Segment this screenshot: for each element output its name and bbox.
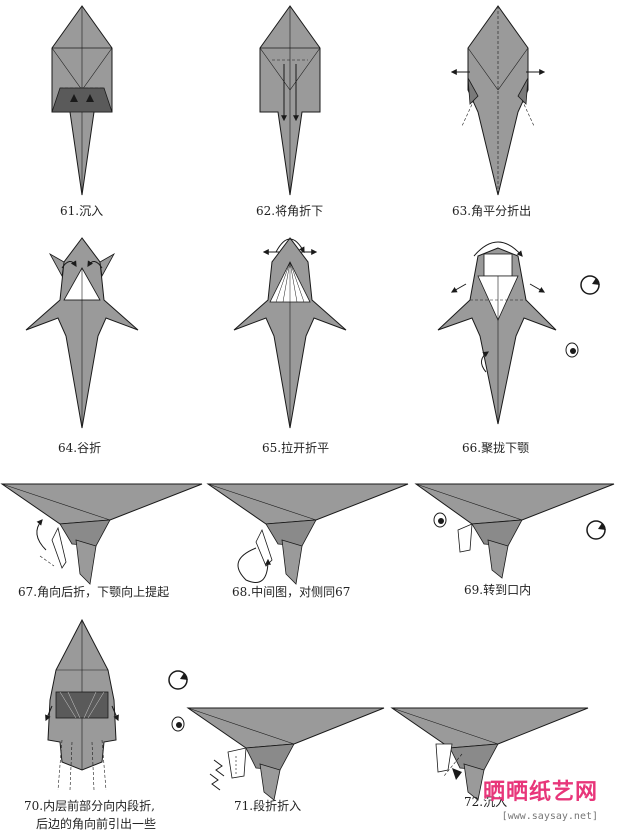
step-62-figure [259, 5, 321, 196]
step-67-caption: 67.角向后折，下颚向上提起 [18, 585, 170, 599]
step-72-figure [390, 707, 589, 801]
step-65-caption: 65.拉开折平 [262, 441, 330, 455]
watermark-url: [www.saysay.net] [501, 811, 598, 822]
step-68-caption: 68.中间图，对侧同67 [232, 585, 351, 599]
step-72-caption: 72.沉入 [464, 795, 508, 809]
step-63-figure [450, 5, 546, 196]
eye-icon [565, 342, 579, 358]
step-70-caption-line1: 70.内层前部分向内段折, [24, 799, 155, 813]
step-71-figure [186, 707, 385, 801]
step-66-caption: 66.聚拢下颚 [462, 441, 530, 455]
step-61-figure [51, 5, 113, 196]
eye-icon [433, 512, 447, 528]
step-70-caption-line2: 后边的角向前引出一些 [36, 817, 157, 831]
step-62-caption: 62.将角折下 [256, 204, 324, 218]
step-68-figure [206, 483, 409, 585]
watermark-brand: 晒晒纸艺网 [482, 780, 598, 805]
step-71-caption: 71.段折折入 [234, 799, 302, 813]
turn-over-icon [580, 275, 600, 295]
step-70-figure [45, 618, 119, 791]
step-66-figure [437, 241, 557, 425]
step-65-figure [233, 237, 347, 429]
step-64-caption: 64.谷折 [58, 441, 102, 455]
step-63-caption: 63.角平分折出 [452, 204, 532, 218]
turn-over-icon [168, 670, 188, 690]
step-69-figure [414, 483, 615, 579]
step-67-figure [0, 483, 203, 585]
step-64-figure [25, 237, 139, 429]
eye-icon [171, 716, 185, 732]
turn-over-icon [586, 520, 606, 540]
step-61-caption: 61.沉入 [60, 204, 104, 218]
step-69-caption: 69.转到口内 [464, 583, 532, 597]
